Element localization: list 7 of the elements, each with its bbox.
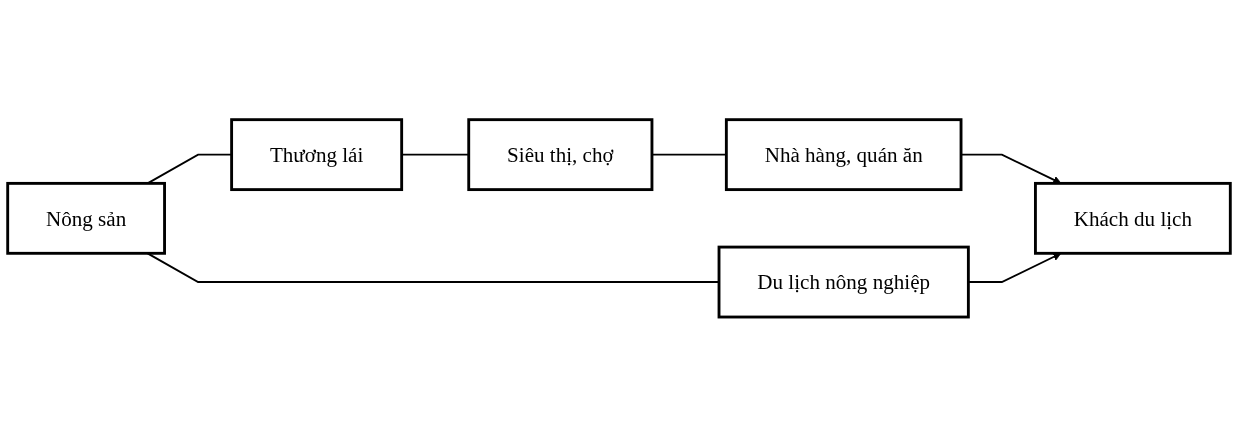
node-box: Nhà hàng, quán ăn (724, 117, 963, 191)
connector (146, 252, 720, 283)
node-box: Thương lái (230, 117, 404, 191)
node-box: Du lịch nông nghiệp (717, 245, 970, 319)
node-box: Nông sản (6, 181, 166, 255)
node-box: Khách du lịch (1034, 181, 1232, 255)
node-box: Siêu thị, chợ (467, 117, 654, 191)
